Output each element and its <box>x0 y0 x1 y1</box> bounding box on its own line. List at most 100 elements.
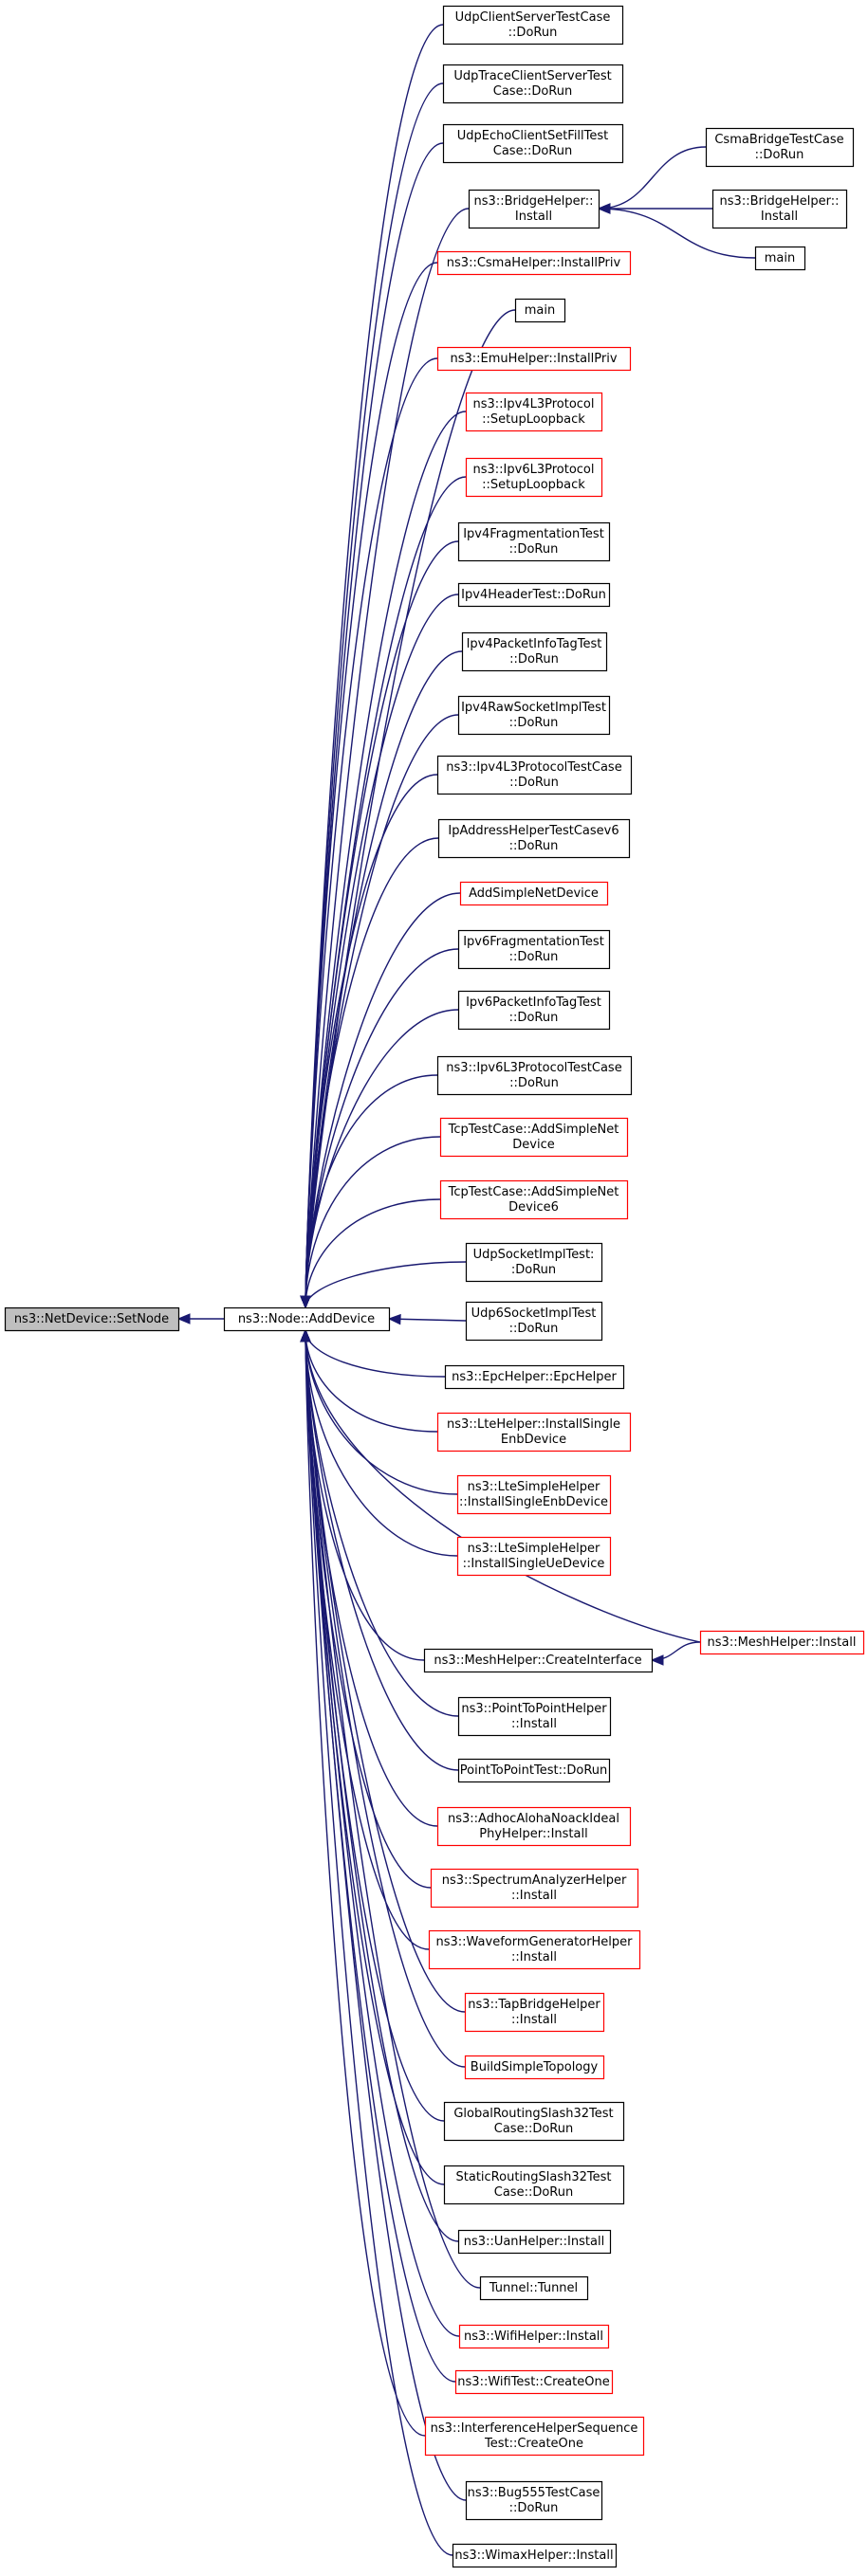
node-setnode[interactable]: ns3::NetDevice::SetNode <box>4 1306 180 1332</box>
node-box <box>223 1306 391 1332</box>
node-c18[interactable]: Ipv6PacketInfoTagTest::DoRun <box>457 990 611 1031</box>
edge-c27-to-adddevice <box>300 1328 458 1557</box>
node-label: ns3::Node::AddDevice <box>238 1312 375 1326</box>
node-m1[interactable]: ns3::MeshHelper::Install <box>699 1630 865 1655</box>
node-box <box>465 1242 603 1283</box>
edge-b3-to-c04 <box>597 203 756 259</box>
node-c30[interactable]: PointToPointTest::DoRun <box>457 1758 611 1783</box>
edge-line <box>305 1329 438 1433</box>
node-b3[interactable]: main <box>754 246 806 271</box>
node-c08[interactable]: ns3::Ipv4L3Protocol::SetupLoopback <box>465 392 603 432</box>
node-c19[interactable]: ns3::Ipv6L3ProtocolTestCase::DoRun <box>436 1055 633 1096</box>
edge-line <box>305 1198 441 1308</box>
node-c05[interactable]: ns3::CsmaHelper::InstallPriv <box>436 250 632 276</box>
node-c38[interactable]: ns3::UanHelper::Install <box>457 2229 612 2255</box>
node-c07[interactable]: ns3::EmuHelper::InstallPriv <box>436 346 632 372</box>
node-c01[interactable]: UdpClientServerTestCase::DoRun <box>442 5 624 46</box>
node-c09[interactable]: ns3::Ipv6L3Protocol::SetupLoopback <box>465 457 603 498</box>
node-box <box>457 521 611 562</box>
node-label: Install <box>761 210 798 224</box>
node-b2[interactable]: ns3::BridgeHelper::Install <box>711 189 848 229</box>
node-c28[interactable]: ns3::MeshHelper::CreateInterface <box>423 1648 654 1673</box>
node-box <box>457 1696 612 1737</box>
node-label: Case::DoRun <box>493 84 572 99</box>
node-c35[interactable]: BuildSimpleTopology <box>464 2055 605 2080</box>
node-c41[interactable]: ns3::WifiTest::CreateOne <box>454 2369 614 2395</box>
node-label: UdpTraceClientServerTest <box>453 69 611 83</box>
node-box <box>439 1117 629 1158</box>
edge-line <box>305 262 438 1308</box>
node-label: ::DoRun <box>509 1076 559 1090</box>
node-box <box>442 64 624 104</box>
node-adddevice[interactable]: ns3::Node::AddDevice <box>223 1306 391 1332</box>
edge-line <box>305 1329 458 1495</box>
node-box <box>457 582 611 608</box>
node-c20[interactable]: TcpTestCase::AddSimpleNetDevice <box>439 1117 629 1158</box>
node-label: Ipv4PacketInfoTagTest <box>467 637 602 651</box>
node-c29[interactable]: ns3::PointToPointHelper::Install <box>457 1696 612 1737</box>
node-c15[interactable]: IpAddressHelperTestCasev6::DoRun <box>437 818 631 859</box>
node-c31[interactable]: ns3::AdhocAlohaNoackIdealPhyHelper::Inst… <box>436 1806 632 1847</box>
node-c26[interactable]: ns3::LteSimpleHelper::InstallSingleEnbDe… <box>456 1474 612 1515</box>
node-c27[interactable]: ns3::LteSimpleHelper::InstallSingleUeDev… <box>456 1536 612 1577</box>
node-box <box>457 990 611 1031</box>
edge-c41-to-adddevice <box>300 1328 456 2383</box>
node-c04[interactable]: ns3::BridgeHelper::Install <box>468 189 600 229</box>
edge-line <box>305 1329 701 1643</box>
edge-c17-to-adddevice <box>300 948 459 1309</box>
node-box <box>465 457 603 498</box>
node-box <box>456 1536 612 1577</box>
node-c17[interactable]: Ipv6FragmentationTest::DoRun <box>457 929 611 970</box>
edge-line <box>305 82 444 1308</box>
edge-arrowhead <box>387 1313 401 1325</box>
node-box <box>423 1648 654 1673</box>
node-box <box>705 127 855 168</box>
node-c11[interactable]: Ipv4HeaderTest::DoRun <box>457 582 611 608</box>
node-label: ns3::BridgeHelper:: <box>720 194 840 209</box>
node-box <box>4 1306 180 1332</box>
edge-b2-to-c04 <box>597 203 712 214</box>
node-label: ns3::WifiHelper::Install <box>464 2329 603 2344</box>
node-box <box>430 1868 639 1909</box>
node-c34[interactable]: ns3::TapBridgeHelper::Install <box>464 1992 605 2033</box>
node-box <box>452 2543 618 2568</box>
node-c16[interactable]: AddSimpleNetDevice <box>459 881 609 906</box>
node-c32[interactable]: ns3::SpectrumAnalyzerHelper::Install <box>430 1868 639 1909</box>
node-c13[interactable]: Ipv4RawSocketImplTest::DoRun <box>457 695 611 736</box>
node-b1[interactable]: CsmaBridgeTestCase::DoRun <box>705 127 855 168</box>
node-label: Case::DoRun <box>494 2122 573 2136</box>
node-c22[interactable]: UdpSocketImplTest::DoRun <box>465 1242 603 1283</box>
node-c43[interactable]: ns3::Bug555TestCase::DoRun <box>465 2480 603 2521</box>
node-c44[interactable]: ns3::WimaxHelper::Install <box>452 2543 618 2568</box>
node-c06[interactable]: main <box>514 298 566 323</box>
node-c14[interactable]: ns3::Ipv4L3ProtocolTestCase::DoRun <box>436 755 633 795</box>
node-label: ::DoRun <box>509 839 559 853</box>
node-c25[interactable]: ns3::LteHelper::InstallSingleEnbDevice <box>436 1412 632 1452</box>
node-c12[interactable]: Ipv4PacketInfoTagTest::DoRun <box>461 631 608 672</box>
node-label: ns3::InterferenceHelperSequence <box>431 2421 638 2436</box>
edge-line <box>305 1329 458 1557</box>
node-c10[interactable]: Ipv4FragmentationTest::DoRun <box>457 521 611 562</box>
node-box <box>444 1364 625 1390</box>
node-c39[interactable]: Tunnel::Tunnel <box>479 2275 589 2301</box>
edge-line <box>305 594 459 1308</box>
node-c33[interactable]: ns3::WaveformGeneratorHelper::Install <box>428 1929 641 1970</box>
node-c23[interactable]: Udp6SocketImplTest::DoRun <box>465 1301 603 1342</box>
node-box <box>461 631 608 672</box>
node-box <box>465 1301 603 1342</box>
node-c42[interactable]: ns3::InterferenceHelperSequenceTest::Cre… <box>424 2416 645 2457</box>
edge-arrowhead <box>176 1313 191 1325</box>
node-label: TcpTestCase::AddSimpleNet <box>448 1185 619 1199</box>
node-label: ns3::AdhocAlohaNoackIdeal <box>448 1812 619 1826</box>
node-label: ns3::LteHelper::InstallSingle <box>447 1417 620 1432</box>
node-c24[interactable]: ns3::EpcHelper::EpcHelper <box>444 1364 625 1390</box>
edge-line <box>305 1329 459 1771</box>
node-c40[interactable]: ns3::WifiHelper::Install <box>458 2324 610 2349</box>
edge-c40-to-adddevice <box>300 1328 460 2337</box>
